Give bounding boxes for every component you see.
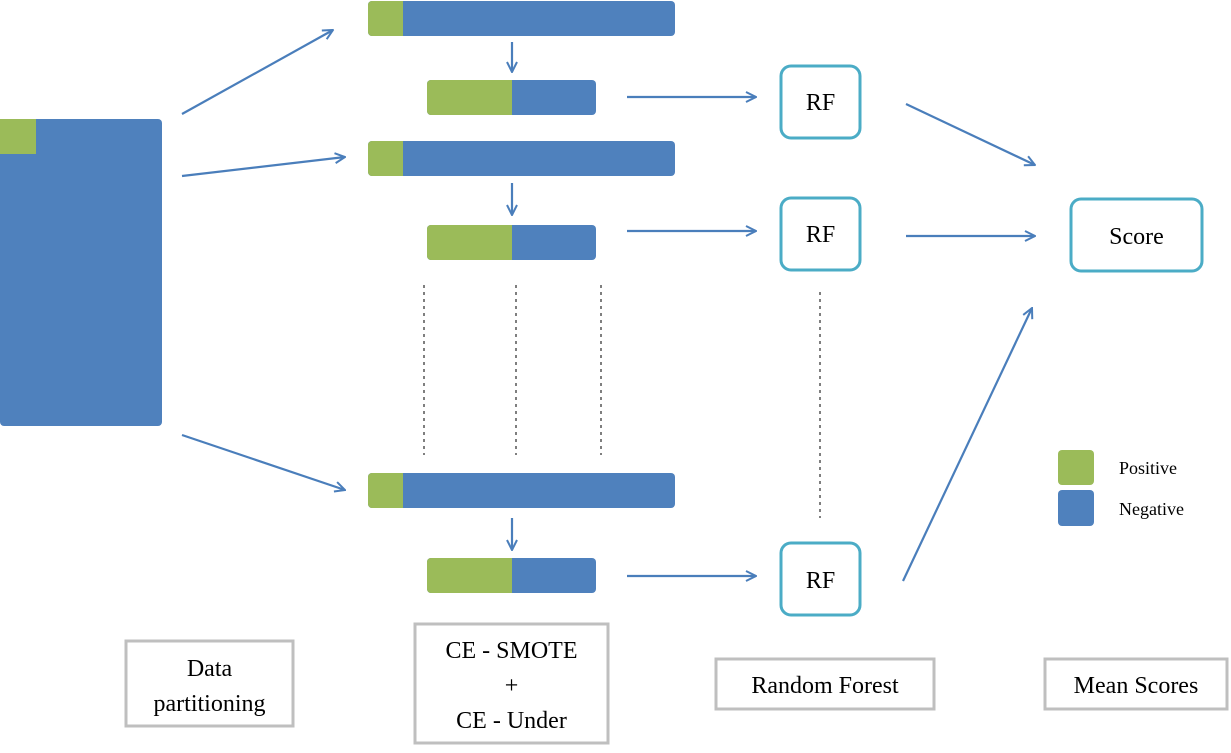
to-score-arrow-1	[905, 103, 1035, 165]
partition-bar-2	[368, 141, 675, 176]
legend-negative-label: Negative	[1119, 499, 1184, 519]
legend-positive-label: Positive	[1119, 458, 1177, 478]
legend-positive-swatch	[1058, 450, 1094, 485]
caption-random-forest-text: Random Forest	[751, 673, 899, 699]
caption-resampling-line-1: CE - SMOTE	[446, 638, 578, 664]
balanced-bar-3	[427, 558, 596, 593]
legend-negative-swatch	[1058, 490, 1094, 526]
caption-resampling-line-2: +	[505, 673, 519, 699]
rf-node-label: RF	[806, 90, 835, 116]
full-dataset-block	[0, 119, 162, 426]
score-label: Score	[1109, 224, 1164, 250]
balanced-bar-2	[427, 225, 596, 260]
rf-node-3: RF	[779, 541, 862, 617]
rf-node-label: RF	[806, 222, 835, 248]
to-score-arrow-3	[902, 308, 1032, 582]
rf-node-1: RF	[779, 64, 862, 140]
partition-bar-3	[368, 473, 675, 508]
legend: Positive Negative	[1058, 450, 1184, 526]
partition-arrow-2	[181, 157, 345, 178]
score-node: Score	[1069, 197, 1204, 273]
rf-node-label: RF	[806, 568, 835, 594]
caption-mean-scores: Mean Scores	[1043, 657, 1229, 711]
full-dataset-negative	[0, 119, 162, 426]
partition-bar-1	[368, 1, 675, 36]
caption-resampling: CE - SMOTE + CE - Under	[413, 622, 610, 745]
partition-arrow-3	[181, 433, 345, 490]
full-dataset-positive	[0, 119, 36, 154]
caption-mean-scores-text: Mean Scores	[1074, 673, 1199, 699]
balanced-bar-1	[427, 80, 596, 115]
partition-arrow-1	[181, 30, 333, 115]
caption-random-forest: Random Forest	[714, 657, 936, 711]
caption-data-partitioning-line-2: partitioning	[154, 691, 266, 717]
caption-data-partitioning: Data partitioning	[124, 639, 295, 728]
caption-data-partitioning-line-1: Data	[187, 656, 233, 682]
caption-resampling-line-3: CE - Under	[456, 708, 567, 734]
rf-node-2: RF	[779, 196, 862, 272]
